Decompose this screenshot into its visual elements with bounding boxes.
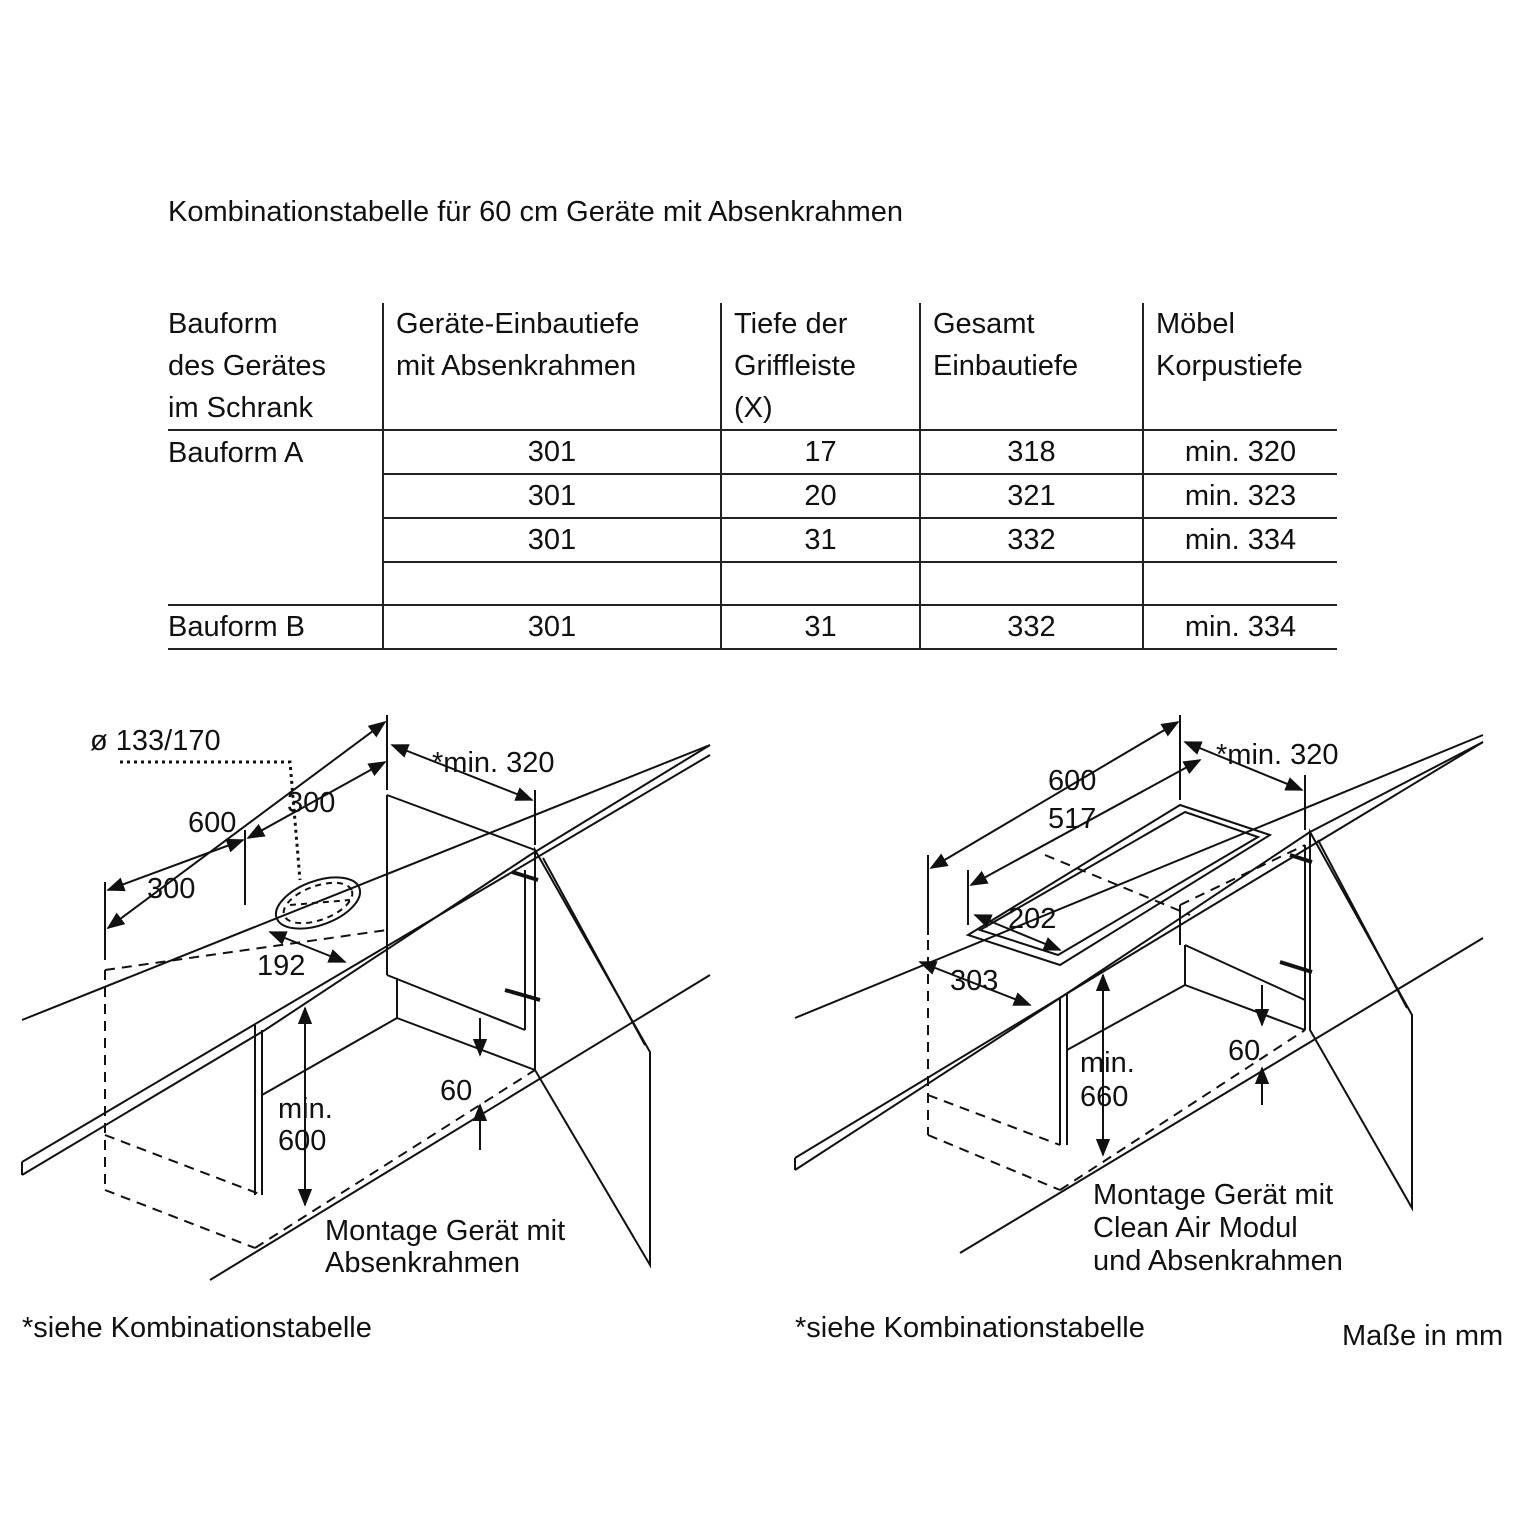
width-half-label: 300 <box>287 787 335 819</box>
depth-min-label: *min. 320 <box>432 747 555 779</box>
left-dimension-labels: ø 133/170 600 300 300 *min. 320 192 60 m… <box>90 725 565 1279</box>
table-cell: 301 <box>382 518 721 563</box>
front-depth-label: 60 <box>1228 1035 1260 1067</box>
combination-table: Bauform des Gerätes im Schrank Geräte-Ei… <box>168 303 1337 650</box>
diameter-label: ø 133/170 <box>90 725 221 757</box>
table-cell: 301 <box>382 474 721 519</box>
height-min-label: min. <box>278 1093 333 1125</box>
table-cell: 31 <box>720 605 920 650</box>
table-cell: 301 <box>382 430 721 475</box>
width-total-label: 600 <box>188 807 236 839</box>
table-cell: Bauform B <box>168 605 383 650</box>
table-cell <box>382 562 721 606</box>
table-cell: 20 <box>720 474 920 519</box>
header-griffleiste: Tiefe der Griffleiste (X) <box>720 303 920 431</box>
table-row: 301 20 321 min. 323 <box>168 474 1337 519</box>
header-korpustiefe: Möbel Korpustiefe <box>1142 303 1337 431</box>
table-cell: Bauform A <box>168 436 304 469</box>
offset-label: 303 <box>950 965 998 997</box>
depth-min-label: *min. 320 <box>1216 739 1339 771</box>
table-cell <box>919 562 1143 606</box>
caption-line: Montage Gerät mit <box>325 1215 565 1247</box>
table-cell <box>1142 562 1337 606</box>
table-cell: min. 334 <box>1142 518 1337 563</box>
width-half-label: 300 <box>147 873 195 905</box>
units-note: Maße in mm <box>1342 1320 1503 1352</box>
footnote-left: *siehe Kombinationstabelle <box>22 1312 372 1344</box>
caption-line: Clean Air Modul <box>1093 1212 1298 1244</box>
table-title: Kombinationstabelle für 60 cm Geräte mit… <box>168 196 904 228</box>
table-cell: min. 334 <box>1142 605 1337 650</box>
caption-line: Montage Gerät mit <box>1093 1179 1333 1211</box>
header-einbautiefe: Geräte-Einbautiefe mit Absenkrahmen <box>382 303 721 431</box>
caption-line: Absenkrahmen <box>325 1247 520 1279</box>
table-cell: 321 <box>919 474 1143 519</box>
offset-label: 192 <box>257 950 305 982</box>
table-cell: 17 <box>720 430 920 475</box>
table-cell: min. 320 <box>1142 430 1337 475</box>
right-dimension-labels: 600 517 *min. 320 202 303 60 min. 660 Mo… <box>950 739 1343 1277</box>
caption-line: und Absenkrahmen <box>1093 1245 1343 1277</box>
table-cell: 318 <box>919 430 1143 475</box>
table-header-row: Bauform des Gerätes im Schrank Geräte-Ei… <box>168 303 1337 431</box>
left-installation-drawing <box>21 715 711 1281</box>
table-cell <box>720 562 920 606</box>
table-row: Bauform A 301 17 318 min. 320 <box>168 430 1337 475</box>
table-row: Bauform B 301 31 332 min. 334 <box>168 605 1337 650</box>
header-gesamt: Gesamt Einbautiefe <box>919 303 1143 431</box>
table-cell: 31 <box>720 518 920 563</box>
header-bauform: Bauform des Gerätes im Schrank <box>168 303 383 431</box>
table-cell: 301 <box>382 605 721 650</box>
front-depth-label: 60 <box>440 1075 472 1107</box>
table-cell <box>168 562 383 606</box>
footnote-right: *siehe Kombinationstabelle <box>795 1312 1145 1344</box>
inner-depth-label: 202 <box>1008 903 1056 935</box>
table-row <box>168 562 1337 606</box>
table-row: 301 31 332 min. 334 <box>168 518 1337 563</box>
height-value-label: 600 <box>278 1125 326 1157</box>
table-cell: 332 <box>919 518 1143 563</box>
table-cell: 332 <box>919 605 1143 650</box>
right-installation-drawing <box>794 715 1484 1254</box>
height-min-label: min. <box>1080 1047 1135 1079</box>
width-inner-label: 517 <box>1048 803 1096 835</box>
width-total-label: 600 <box>1048 765 1096 797</box>
height-value-label: 660 <box>1080 1081 1128 1113</box>
table-cell: min. 323 <box>1142 474 1337 519</box>
